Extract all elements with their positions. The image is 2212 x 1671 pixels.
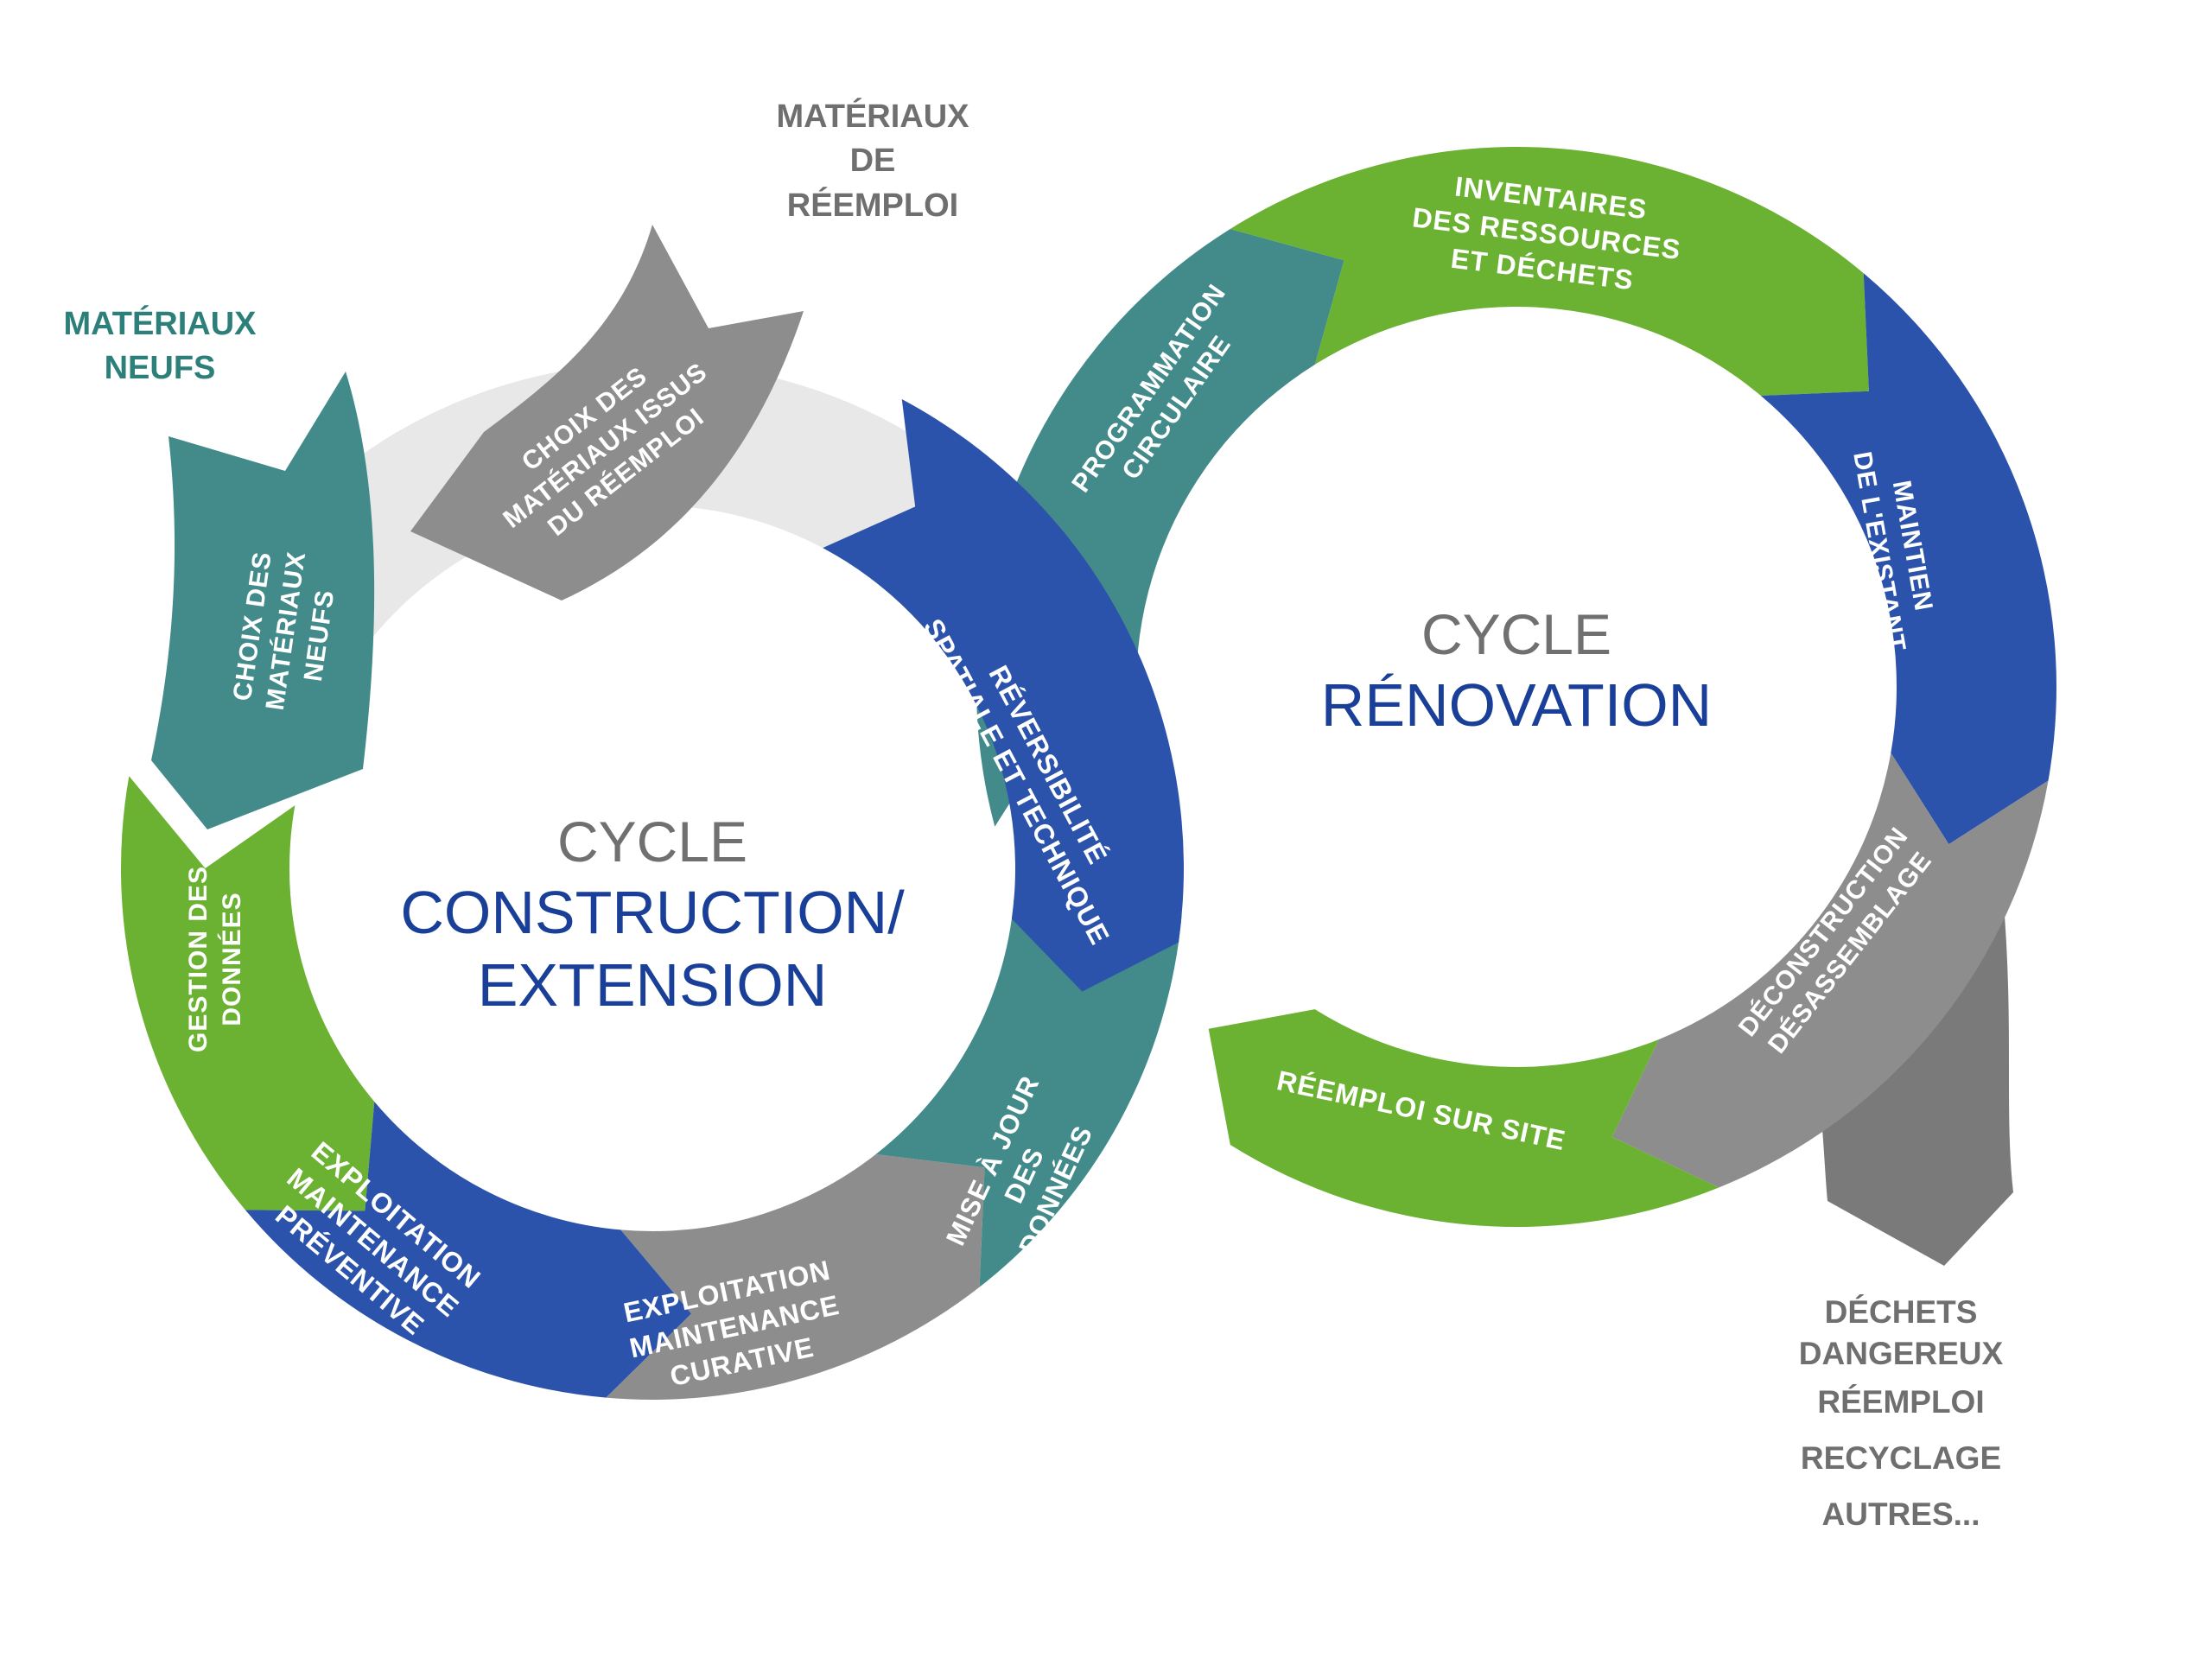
output-reemploi: RÉEMPLOI	[1817, 1384, 1985, 1420]
segment-reversibilite	[823, 398, 1184, 992]
segment-choix-materiaux-neufs	[151, 372, 375, 829]
materiaux-reemploi-line3: RÉEMPLOI	[786, 187, 959, 224]
output-recyclage: RECYCLAGE	[1800, 1439, 2002, 1476]
segment-gestion-donnees	[121, 776, 375, 1211]
renovation-cycle-name: RÉNOVATION	[1320, 671, 1713, 740]
output-dangereux: DANGEREUX	[1798, 1336, 2004, 1372]
construction-cycle-name-line1: CONSTRUCTION/	[400, 879, 905, 947]
construction-cycle-name-line2: EXTENSION	[477, 951, 828, 1020]
gestion-donnees-label-line: GESTION DES	[184, 866, 213, 1052]
gestion-donnees-label-line: DONNÉES	[217, 892, 246, 1026]
inventaires-label: INVENTAIRESDES RESSOURCESET DÉCHETS	[1407, 166, 1688, 301]
renovation-cycle-word: CYCLE	[1421, 602, 1612, 666]
reemploi-background-ring	[194, 362, 1090, 715]
output-autres: AUTRES...	[1821, 1496, 1980, 1532]
segment-choix-materiaux-reemploi	[410, 225, 804, 600]
materiaux-reemploi-label: MATÉRIAUX DE RÉEMPLOI	[752, 95, 994, 228]
output-arrow	[1815, 916, 2013, 1266]
materiaux-reemploi-line1: MATÉRIAUX	[776, 98, 969, 135]
segment-reemploi-sur-site	[1208, 1009, 1719, 1227]
construction-cycle-word: CYCLE	[556, 810, 748, 874]
segment-maintien-existant	[1760, 273, 2056, 845]
materiaux-neufs-line2: NEUFS	[104, 350, 216, 387]
exploitation-preventive-label: EXPLOITATIONMAINTENANCEPRÉVENTIVE	[258, 1134, 488, 1350]
construction-cycle-title: CYCLE CONSTRUCTION/ EXTENSION	[350, 808, 955, 1021]
shared-reversibilite-segment	[823, 398, 1184, 992]
segment-exploitation-curative	[606, 1153, 985, 1400]
materiaux-reemploi-line2: DE	[849, 143, 896, 180]
choix-materiaux-reemploi-label: CHOIX DESMATÉRIAUX ISSUSDU RÉEMPLOI	[477, 331, 733, 561]
output-dechets: DÉCHETS	[1824, 1294, 1978, 1330]
renovation-cycle-ring	[976, 147, 2056, 1227]
renovation-cycle-title: CYCLE RÉNOVATION	[1257, 600, 1776, 741]
materiaux-neufs-label: MATÉRIAUX NEUFS	[35, 302, 285, 391]
materiaux-neufs-line1: MATÉRIAUX	[63, 306, 257, 342]
segment-deconstruction	[1611, 753, 2049, 1188]
segment-inventaires	[1230, 147, 1869, 396]
segment-exploitation-preventive	[245, 1101, 692, 1398]
outputs-label: DÉCHETS DANGEREUX RÉEMPLOI RECYCLAGE AUT…	[1780, 1292, 2022, 1542]
incoming-arrows	[151, 225, 804, 829]
